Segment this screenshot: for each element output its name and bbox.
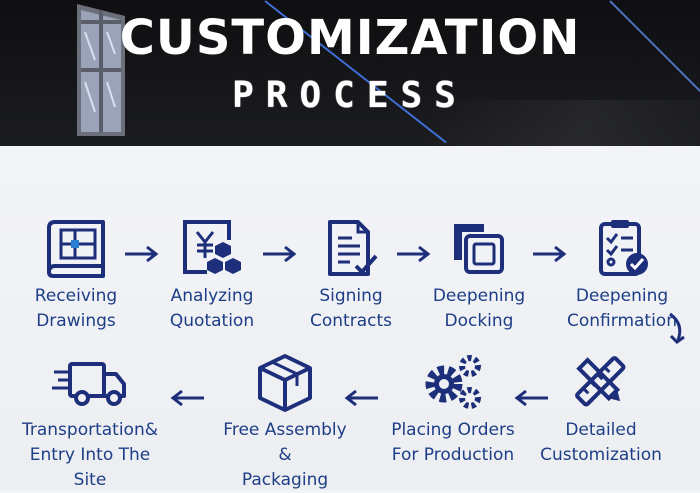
page-title: CUSTOMIZATION (119, 10, 581, 66)
step-label-line1: Transportation& (21, 420, 158, 440)
arrow-right-icon (125, 245, 159, 263)
step-deepening-confirmation: Deepening Confirmation (552, 218, 692, 334)
yuan-cubes-icon (183, 220, 241, 274)
arrow-right-icon (263, 245, 297, 263)
signed-document-icon (328, 220, 378, 276)
package-box-icon (258, 354, 312, 412)
step-label-line2: Contracts (310, 311, 392, 331)
step-receiving-drawings: Receiving Drawings (6, 218, 146, 334)
checklist-icon (599, 220, 648, 276)
step-label-line1: Deepening (575, 286, 669, 306)
step-label-line2: Entry Into The Site (29, 445, 151, 490)
arrow-right-icon (533, 245, 567, 263)
page-subtitle: PROCESS (232, 75, 468, 116)
arrow-curve-down-icon (669, 312, 685, 344)
step-label-line1: Deepening (432, 286, 526, 306)
step-label-line2: Docking (444, 311, 514, 331)
header-sheen (430, 100, 700, 146)
arrow-left-icon (170, 389, 204, 407)
step-label-line2: Customization (540, 445, 662, 465)
step-free-assembly: Free Assembly & Packaging (215, 352, 355, 493)
docking-squares-icon (454, 224, 504, 274)
step-label-line2: Confirmation (567, 311, 677, 331)
step-placing-orders: Placing Orders For Production (383, 352, 523, 468)
step-label-line1: Receiving (34, 286, 118, 306)
arrow-left-icon (514, 389, 548, 407)
step-label-line1: Analyzing (170, 286, 254, 306)
step-signing-contracts: Signing Contracts (281, 218, 421, 334)
ruler-pencil-icon (575, 356, 626, 407)
arrow-left-icon (344, 389, 378, 407)
window-icon (77, 4, 125, 136)
process-area: Receiving Drawings Analyzing Quotation (0, 146, 700, 490)
blueprint-icon (47, 220, 105, 278)
header-banner: CUSTOMIZATION PROCESS (0, 0, 700, 146)
step-analyzing-quotation: Analyzing Quotation (142, 218, 282, 334)
step-label-line1: Detailed (565, 420, 637, 440)
arrow-right-icon (397, 245, 431, 263)
step-label-line1: Placing Orders (391, 420, 515, 440)
gears-icon (425, 355, 481, 409)
step-label-line1: Signing (319, 286, 383, 306)
step-transportation: Transportation& Entry Into The Site (20, 352, 160, 493)
step-deepening-docking: Deepening Docking (409, 218, 549, 334)
step-label-line2: Packaging (241, 470, 329, 490)
step-label-line1: Free Assembly & (223, 420, 347, 465)
step-label-line2: For Production (391, 445, 515, 465)
step-label-line2: Quotation (169, 311, 255, 331)
delivery-truck-icon (52, 362, 126, 406)
step-label-line2: Drawings (36, 311, 116, 331)
step-detailed-customization: Detailed Customization (531, 352, 671, 468)
